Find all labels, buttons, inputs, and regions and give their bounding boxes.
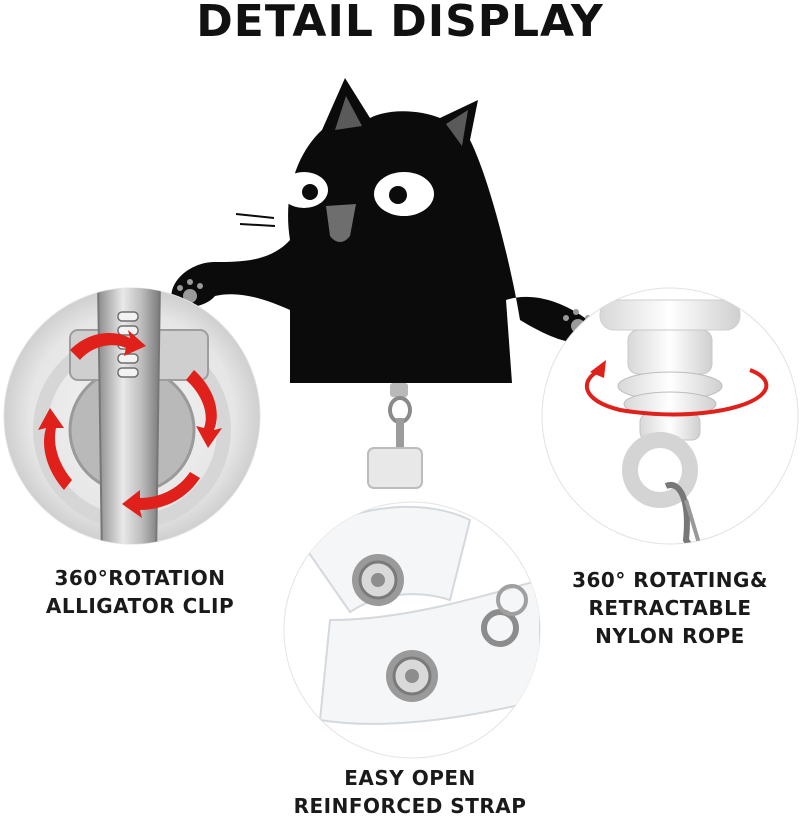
- nylon-rope-caption: 360° ROTATING& RETRACTABLE NYLON ROPE: [540, 566, 800, 650]
- caption-line: 360° ROTATING&: [572, 568, 768, 592]
- rotation-arrows-icon: [38, 330, 222, 518]
- caption-line: NYLON ROPE: [595, 624, 745, 648]
- caption-line: EASY OPEN: [344, 766, 476, 790]
- swivel-rope-icon: [541, 287, 799, 545]
- black-cat-icon: [171, 78, 602, 383]
- alligator-clip-caption: 360°ROTATION ALLIGATOR CLIP: [0, 564, 280, 620]
- caption-line: RETRACTABLE: [588, 596, 752, 620]
- alligator-clip-icon: [3, 287, 261, 545]
- snap-strap-icon: [283, 501, 541, 759]
- strap-caption: EASY OPEN REINFORCED STRAP: [250, 764, 570, 820]
- caption-line: ALLIGATOR CLIP: [45, 594, 235, 618]
- badge-reel-chain-icon: [367, 383, 423, 489]
- caption-line: REINFORCED STRAP: [293, 794, 527, 818]
- caption-line: 360°ROTATION: [54, 566, 226, 590]
- page-title: DETAIL DISPLAY: [196, 0, 604, 47]
